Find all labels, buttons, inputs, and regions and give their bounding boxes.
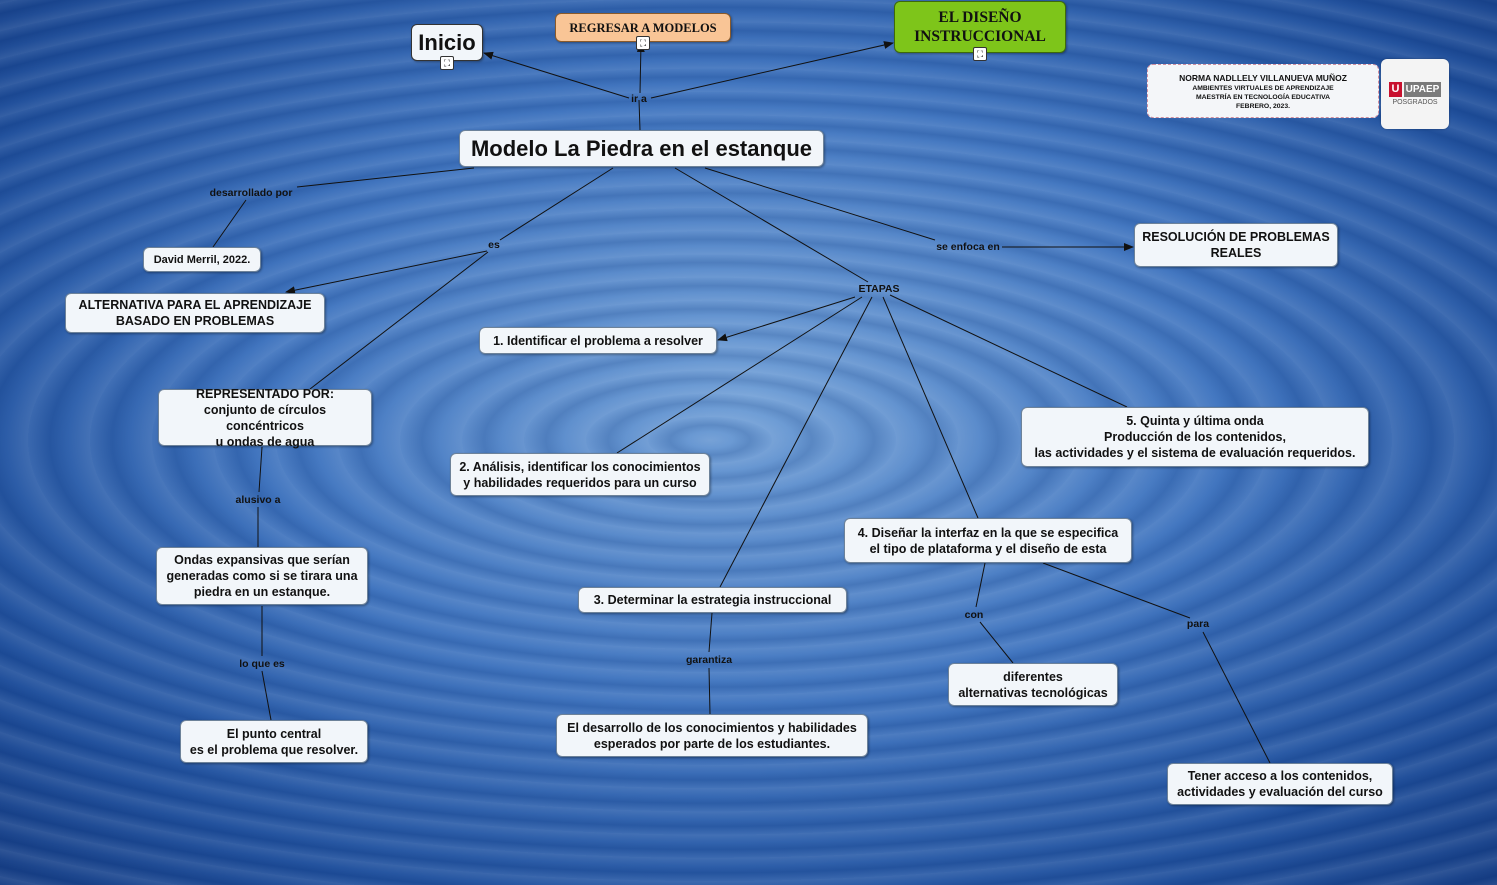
regresar-modelos-button[interactable]: REGRESAR A MODELOS bbox=[555, 13, 731, 42]
author-name: NORMA NADLLELY VILLANUEVA MUÑOZ bbox=[1179, 73, 1347, 83]
line-central-enfoca bbox=[704, 167, 936, 241]
node-representado: REPRESENTADO POR: conjunto de círculos c… bbox=[158, 387, 372, 449]
diseno-label: EL DISEÑO INSTRUCCIONAL bbox=[914, 9, 1046, 45]
node-alternativa: ALTERNATIVA PARA EL APRENDIZAJE BASADO E… bbox=[65, 293, 325, 333]
label-con: con bbox=[964, 609, 984, 621]
node-etapa-1: 1. Identificar el problema a resolver bbox=[479, 327, 717, 354]
line-ira-regresar bbox=[636, 42, 645, 94]
label-es: es bbox=[488, 239, 500, 251]
inicio-node[interactable]: Inicio bbox=[411, 24, 483, 61]
author-info: NORMA NADLLELY VILLANUEVA MUÑOZ AMBIENTE… bbox=[1147, 64, 1379, 118]
line-central-etapas bbox=[674, 167, 869, 283]
line-con-diferentes bbox=[979, 621, 1014, 664]
line-etapas-e4 bbox=[882, 296, 979, 519]
line-loquees-punto bbox=[261, 670, 272, 721]
node-punto-central: El punto central es el problema que reso… bbox=[180, 720, 368, 763]
line-para-acceso bbox=[1202, 631, 1271, 764]
node-etapa-4: 4. Diseñar la interfaz en la que se espe… bbox=[844, 518, 1132, 563]
author-course: AMBIENTES VIRTUALES DE APRENDIZAJE bbox=[1192, 85, 1334, 92]
line-garantiza-desarrollo bbox=[708, 667, 711, 715]
upaep-logo: U UPAEP POSGRADOS bbox=[1381, 59, 1449, 129]
logo-sub: POSGRADOS bbox=[1392, 99, 1438, 106]
label-etapas: ETAPAS bbox=[858, 283, 900, 295]
node-etapa-5: 5. Quinta y última onda Producción de lo… bbox=[1021, 407, 1369, 467]
label-ir-a: ir a bbox=[631, 93, 647, 105]
line-e4-con bbox=[975, 562, 986, 608]
node-etapa-2: 2. Análisis, identificar los conocimient… bbox=[450, 453, 710, 496]
label-alusivo-a: alusivo a bbox=[235, 494, 281, 506]
label-desarrollado-por: desarrollado por bbox=[209, 187, 293, 199]
line-central-es bbox=[499, 167, 614, 241]
regresar-label: REGRESAR A MODELOS bbox=[569, 20, 717, 35]
line-etapas-e1 bbox=[717, 296, 856, 342]
central-title: Modelo La Piedra en el estanque bbox=[470, 135, 813, 161]
label-garantiza: garantiza bbox=[685, 654, 733, 666]
node-diferentes: diferentes alternativas tecnológicas bbox=[948, 663, 1118, 706]
central-node: Modelo La Piedra en el estanque bbox=[459, 130, 824, 167]
line-etapas-e2 bbox=[616, 296, 863, 454]
node-resolucion: RESOLUCIÓN DE PROBLEMAS REALES bbox=[1134, 223, 1338, 267]
node-etapa-3: 3. Determinar la estrategia instrucciona… bbox=[578, 587, 847, 613]
logo-mark: U bbox=[1389, 82, 1402, 97]
line-etapas-e3 bbox=[719, 296, 873, 588]
author-program: MAESTRÍA EN TECNOLOGÍA EDUCATIVA bbox=[1195, 94, 1331, 101]
line-es-alternativa bbox=[285, 250, 488, 295]
label-para: para bbox=[1186, 618, 1210, 630]
line-repr-alusivo bbox=[258, 446, 263, 493]
node-desarrollo: El desarrollo de los conocimientos y hab… bbox=[556, 714, 868, 757]
node-acceso: Tener acceso a los contenidos, actividad… bbox=[1167, 763, 1393, 805]
map-link-icon[interactable]: ⛶ bbox=[636, 36, 650, 50]
line-etapas-e5 bbox=[889, 294, 1128, 408]
line-central-desarrollado bbox=[296, 167, 475, 188]
line-ira-inicio bbox=[483, 51, 630, 99]
map-link-icon[interactable]: ⛶ bbox=[440, 56, 454, 70]
line-e3-garantiza bbox=[708, 612, 713, 653]
line-es-representado bbox=[309, 251, 489, 390]
logo-brand: UPAEP bbox=[1404, 82, 1441, 97]
line-central-ira bbox=[638, 99, 641, 131]
inicio-label: Inicio bbox=[418, 29, 476, 55]
label-se-enfoca-en: se enfoca en bbox=[936, 241, 1000, 253]
author-date: FEBRERO, 2023. bbox=[1235, 103, 1291, 110]
map-link-icon[interactable]: ⛶ bbox=[973, 47, 987, 61]
line-e4-para bbox=[1042, 562, 1191, 619]
node-david-merril: David Merril, 2022. bbox=[143, 247, 261, 272]
line-desarrollado-david bbox=[212, 199, 247, 248]
line-ira-diseno bbox=[650, 41, 894, 99]
node-ondas: Ondas expansivas que serían generadas co… bbox=[156, 547, 368, 605]
diseno-instruccional-button[interactable]: EL DISEÑO INSTRUCCIONAL bbox=[894, 1, 1066, 53]
label-lo-que-es: lo que es bbox=[239, 658, 285, 670]
